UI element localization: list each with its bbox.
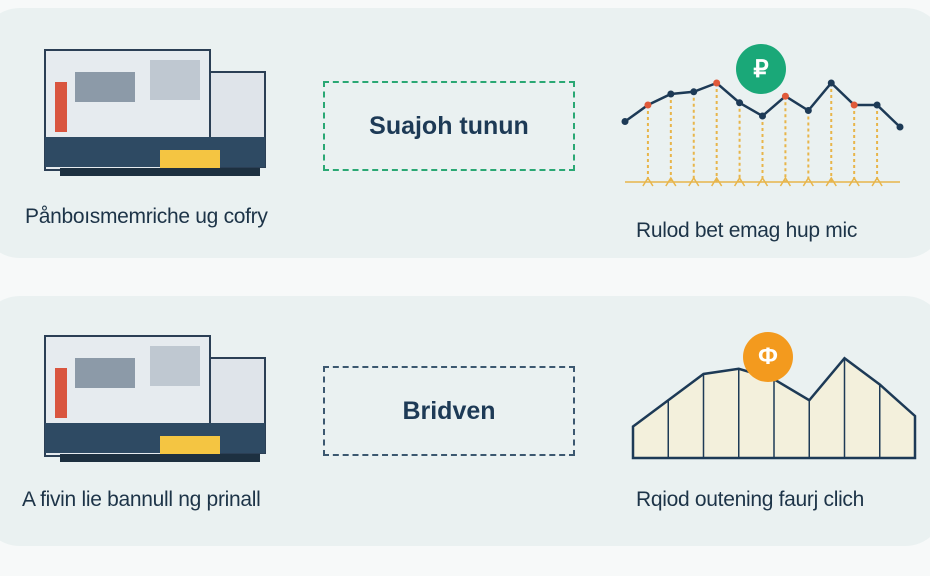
panel-1-left-caption: Pånboısmemriche ug cofry (25, 205, 268, 228)
column-base (665, 176, 677, 187)
column-base (825, 176, 837, 187)
column-base (779, 176, 792, 187)
panel-2-right-caption: Rqiod outening faurj clich (636, 488, 865, 511)
panel-2-left-caption: A fivin lie bannull ng prinall (22, 488, 261, 511)
panel-2-label-box: Bridven (323, 366, 575, 456)
coin-badge-icon: Φ (743, 332, 793, 382)
column-base (871, 176, 883, 187)
column-base (688, 176, 700, 187)
data-point (850, 101, 858, 109)
panel-1-right-caption: Rulod bet emag hup mic (636, 219, 858, 242)
data-point (804, 107, 812, 114)
panel-1-label-box: Suajoh tunun (323, 81, 575, 171)
data-point (644, 101, 652, 109)
server-machine-illustration (44, 49, 266, 176)
column-base (802, 176, 814, 187)
data-point (896, 123, 904, 131)
data-point (621, 118, 629, 125)
data-point (713, 79, 721, 87)
column-base (642, 176, 654, 187)
server-machine-illustration (44, 335, 266, 462)
data-point (873, 101, 881, 109)
data-point (781, 92, 789, 100)
data-point (759, 112, 766, 120)
currency-badge-icon: ₽ (736, 44, 786, 94)
data-point (667, 90, 675, 98)
data-point (827, 79, 835, 87)
column-base (848, 176, 860, 187)
column-base (733, 176, 746, 187)
column-base (711, 176, 723, 187)
data-point (736, 99, 744, 107)
panel-1-line-chart (621, 79, 904, 187)
data-point (690, 88, 698, 96)
column-base (756, 176, 769, 187)
panel-2-area-chart (631, 356, 917, 460)
